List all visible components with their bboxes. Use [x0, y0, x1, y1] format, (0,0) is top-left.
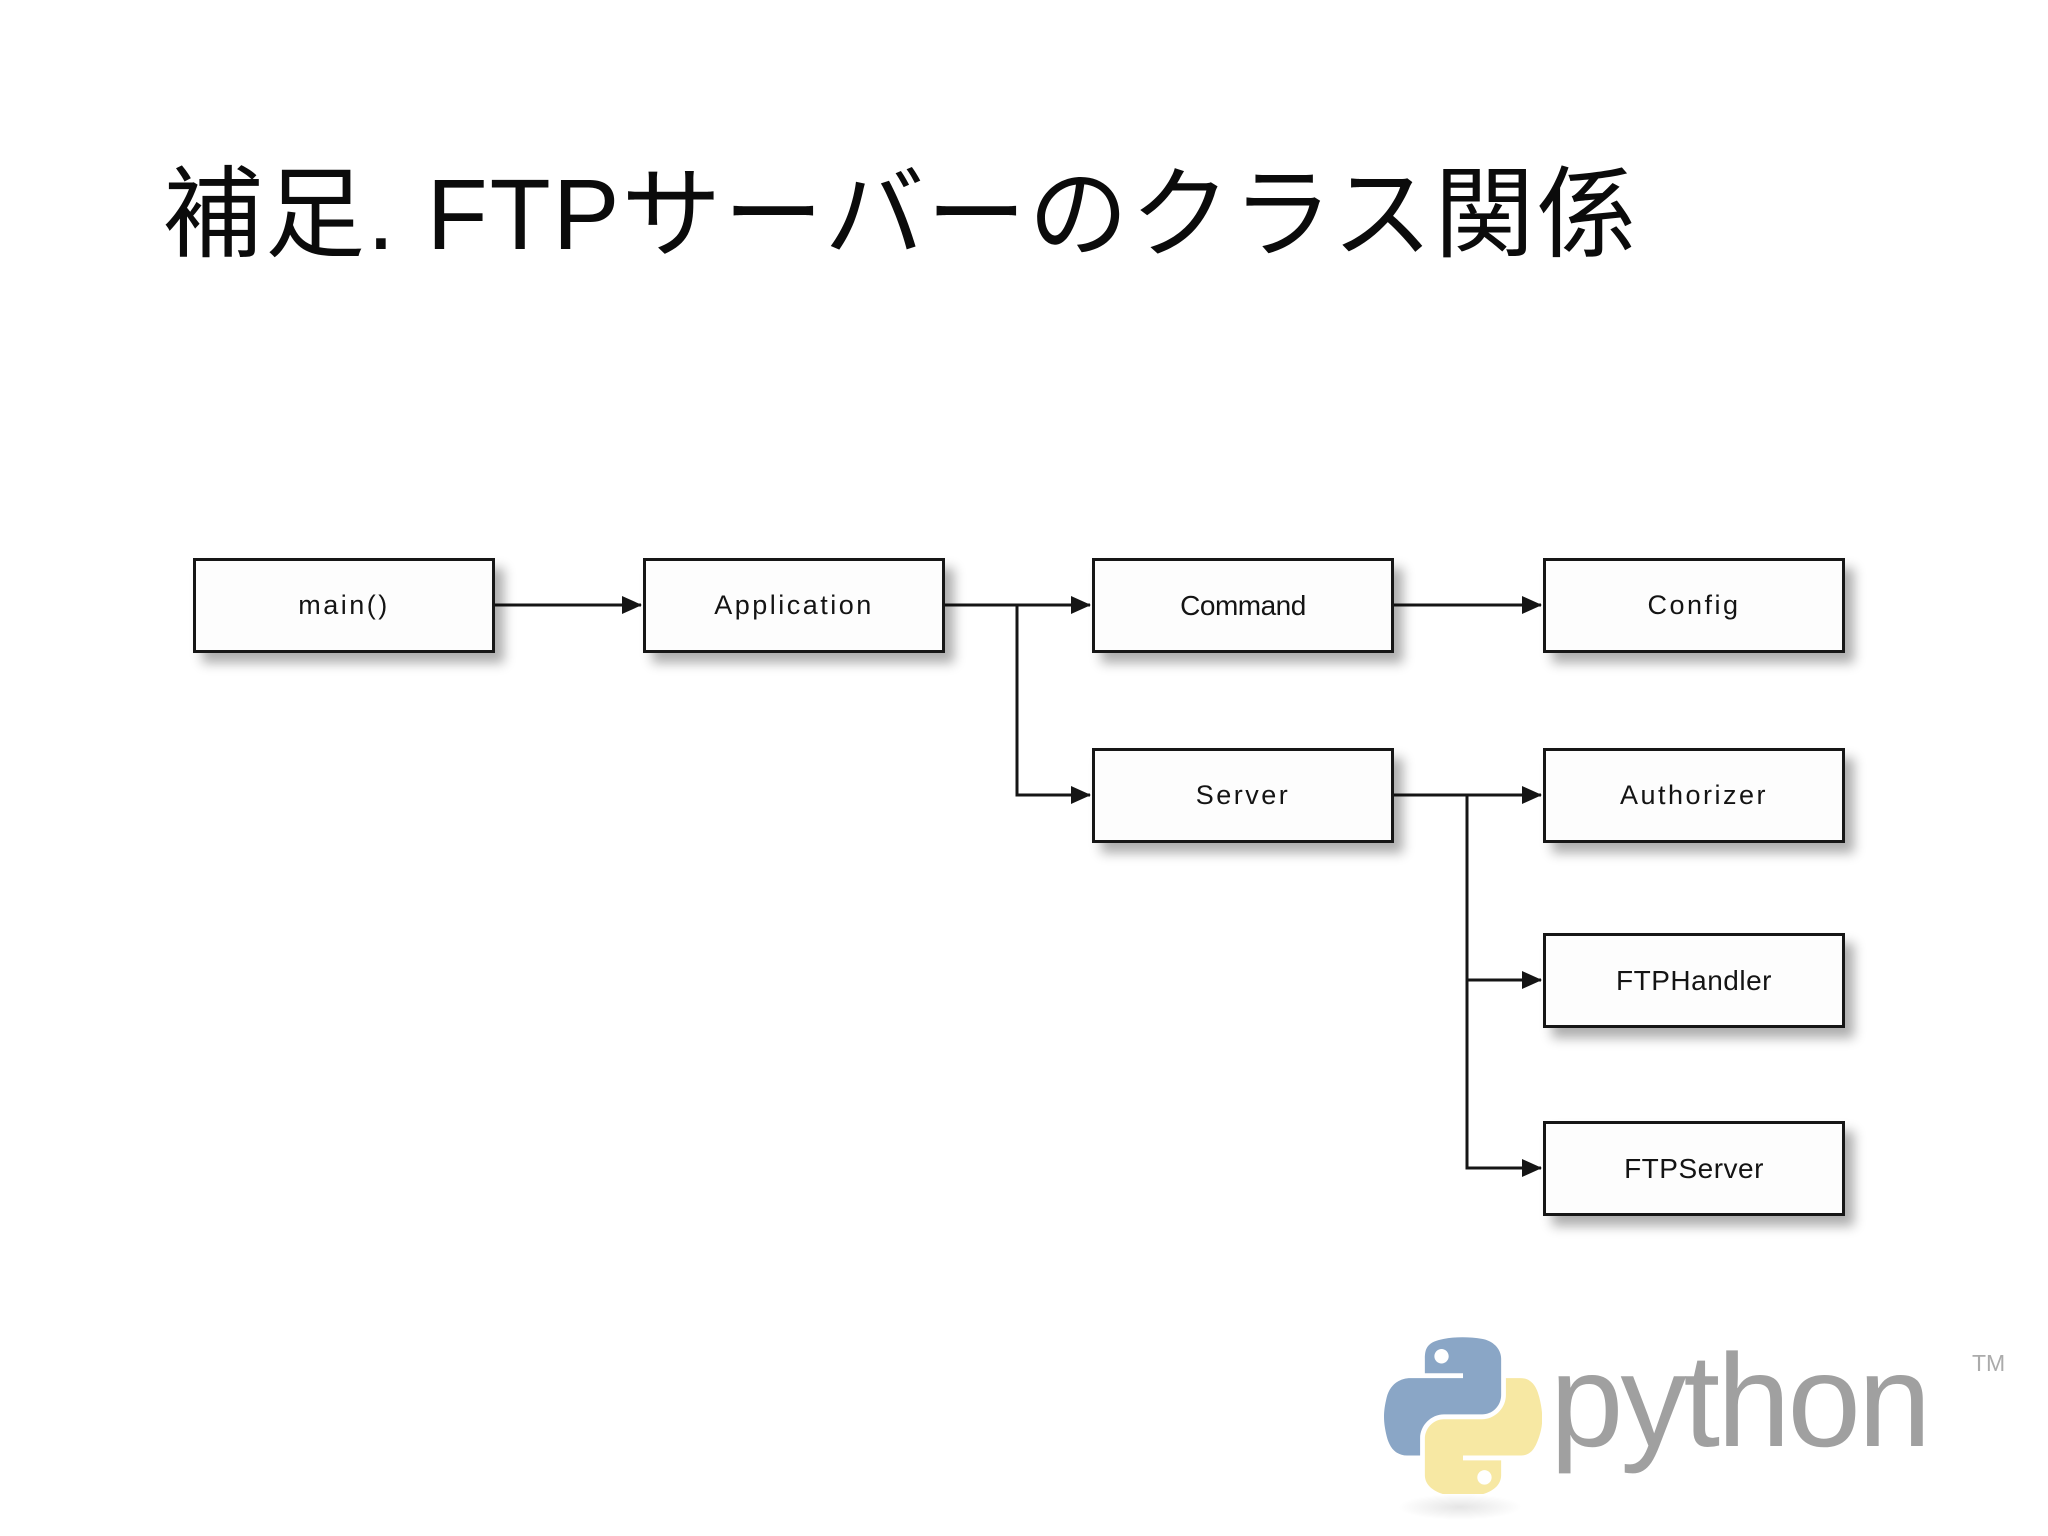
node-server: Server — [1092, 748, 1394, 843]
python-logo-shadow — [1398, 1494, 1522, 1520]
node-ftpserver: FTPServer — [1543, 1121, 1845, 1216]
node-ftphandler: FTPHandler — [1543, 933, 1845, 1028]
python-trademark: TM — [1972, 1350, 2006, 1376]
edge-application-server — [1015, 605, 1091, 804]
node-command: Command — [1092, 558, 1394, 653]
python-wordmark: python — [1550, 1327, 1931, 1474]
edge-server-ftpserver — [1465, 980, 1542, 1177]
edge-server-ftphandler — [1465, 795, 1542, 989]
node-main: main() — [193, 558, 495, 653]
node-config: Config — [1543, 558, 1845, 653]
node-authorizer: Authorizer — [1543, 748, 1845, 843]
python-logo-icon — [1384, 1337, 1542, 1494]
slide-title: 補足. FTPサーバーのクラス関係 — [163, 159, 1639, 271]
node-application: Application — [643, 558, 945, 653]
